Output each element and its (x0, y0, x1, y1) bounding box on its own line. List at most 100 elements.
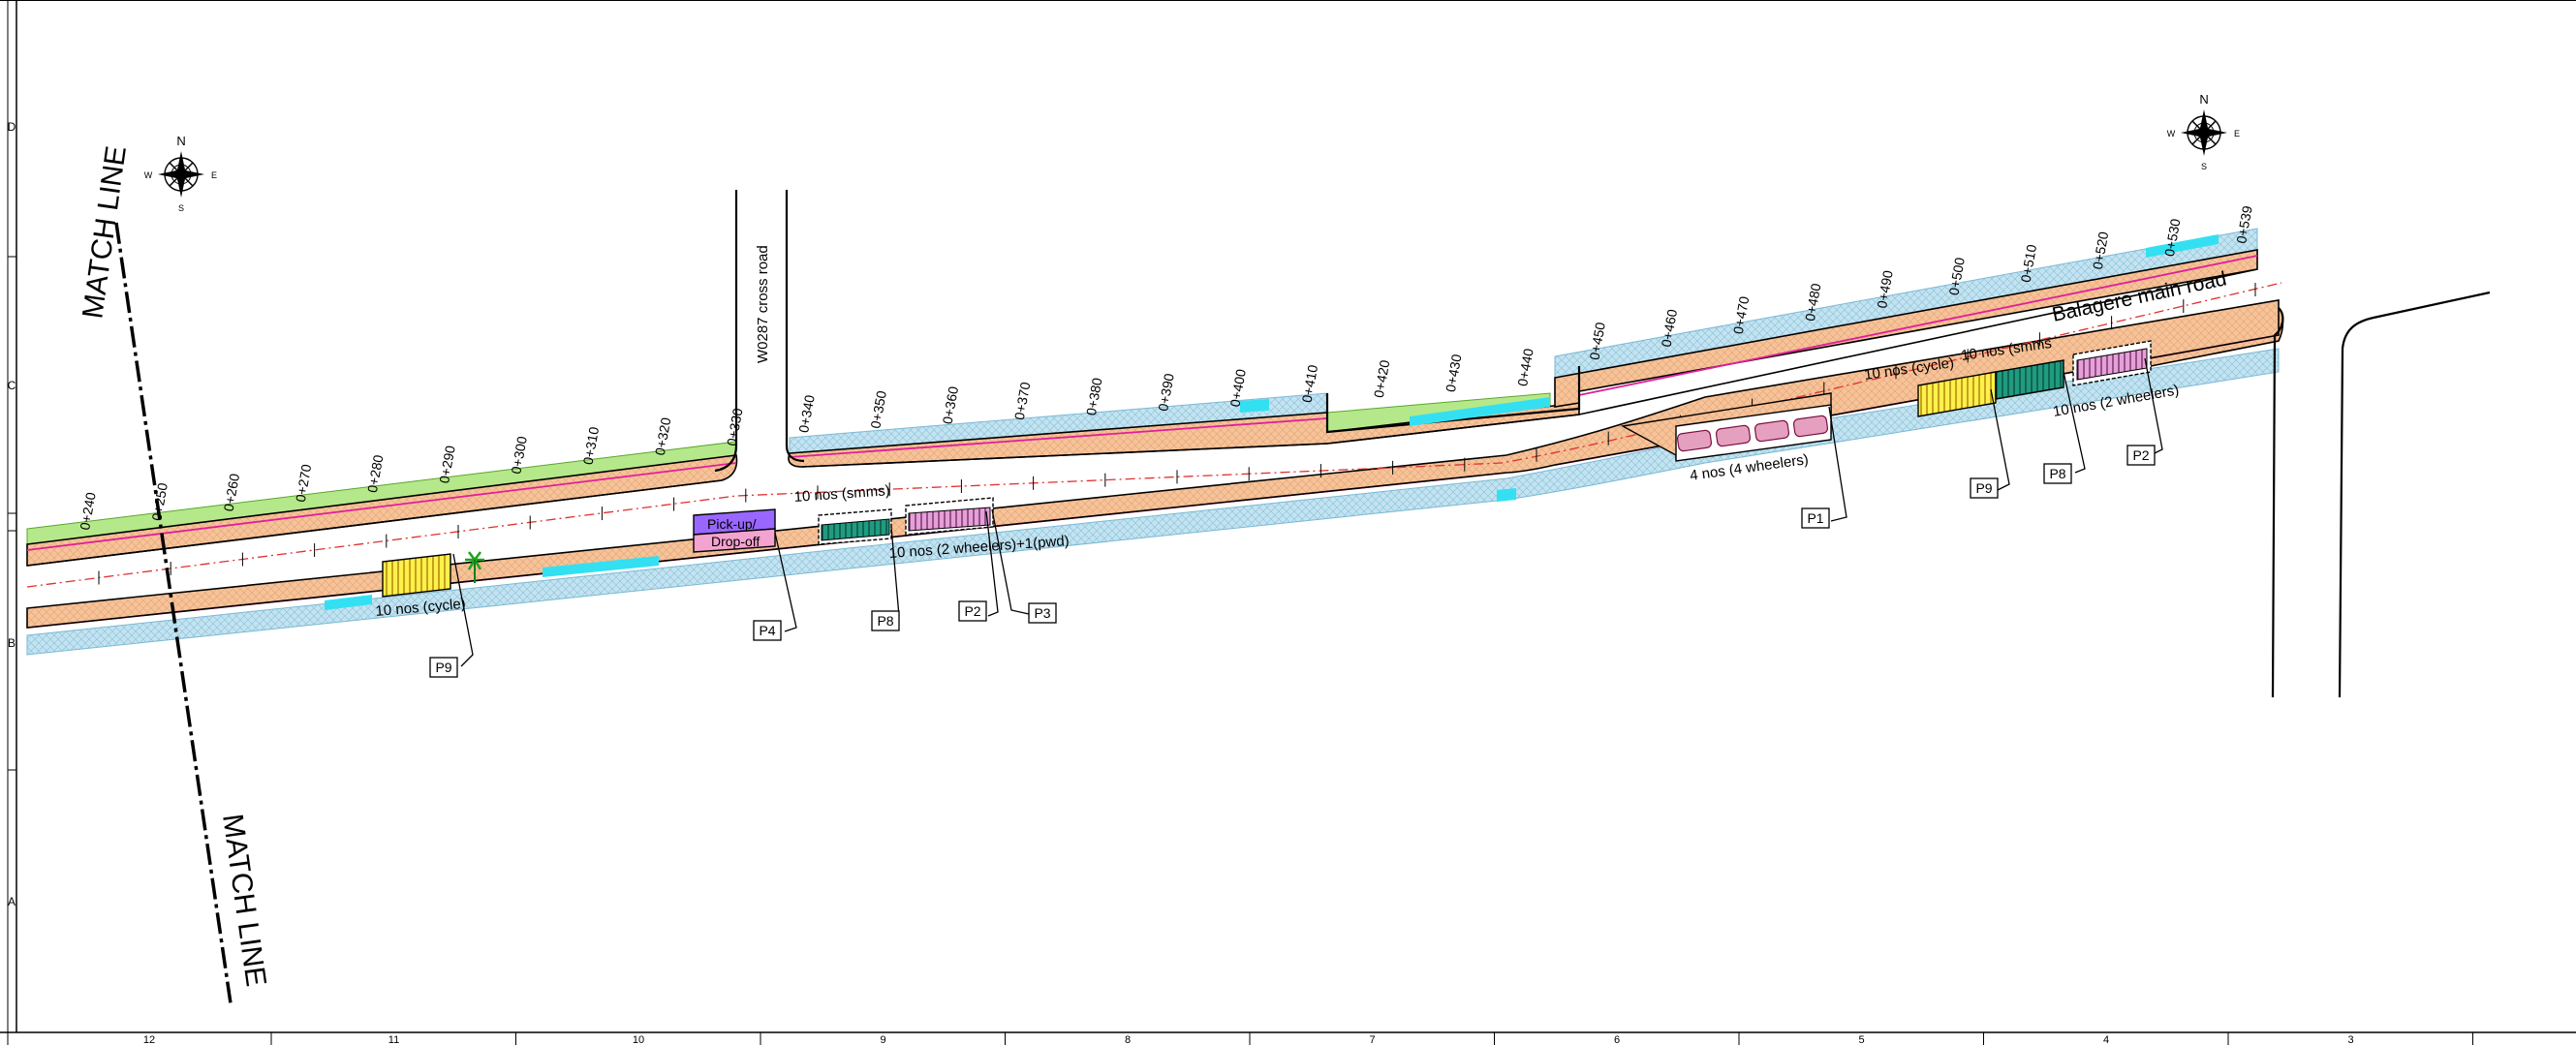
callout-label: P1 (1807, 510, 1823, 526)
chainage-label: 0+360 (940, 384, 962, 425)
north-arrow-west-icon: N S E W (144, 134, 217, 213)
carriageway-north-edge (26, 268, 2258, 567)
compass-w-2: W (2167, 129, 2176, 138)
chainage-label: 0+450 (1586, 321, 1608, 361)
column-label: 4 (2103, 1034, 2109, 1045)
chainage-labels: 0+240 0+250 0+260 0+270 0+280 0+290 0+300 0+310… (77, 204, 2255, 532)
column-label: 3 (2347, 1034, 2353, 1045)
chainage-label: 0+470 (1730, 294, 1753, 335)
chainage-label: 0+460 (1659, 308, 1681, 349)
callout-label: P9 (1975, 480, 1992, 496)
chainage-label: 0+380 (1083, 377, 1105, 417)
chainage-label: 0+290 (436, 445, 458, 485)
chainage-label: 0+250 (148, 481, 171, 522)
cross-road-name: W0287 cross road (755, 245, 771, 363)
match-line-label-top: MATCH LINE (77, 144, 133, 321)
callout-label: P2 (2132, 447, 2149, 463)
south-footpath (26, 299, 2280, 629)
chainage-label: 0+300 (508, 435, 530, 476)
callout-box (2126, 445, 2156, 466)
north-footpath-west (26, 454, 738, 567)
pink-edge-north (26, 255, 2258, 551)
chainage-label: 0+420 (1371, 358, 1393, 399)
note-smms-west: 10 nos (smms) (793, 482, 890, 506)
compass-e-2: E (2234, 129, 2240, 138)
chainage-label: 0+320 (652, 416, 674, 457)
column-label: 9 (880, 1034, 885, 1045)
chainage-label: 0+350 (867, 389, 889, 430)
row-label-d: D (8, 120, 16, 134)
compass-w: W (144, 170, 153, 180)
callout-box (429, 657, 458, 678)
chainage-label: 0+480 (1802, 282, 1824, 323)
chainage-label: 0+530 (2161, 217, 2184, 258)
callout-box (2043, 463, 2072, 484)
callout-leaders (452, 357, 2163, 667)
column-label: 6 (1614, 1034, 1620, 1045)
callout-box (1801, 507, 1830, 529)
cyan-patches (325, 234, 2219, 610)
chainage-label: 0+280 (364, 453, 387, 494)
compass-n-2: N (2199, 92, 2208, 107)
callout-box (753, 620, 782, 641)
parking-bay-two-wheelers-west (905, 497, 994, 536)
callout-box (871, 610, 900, 631)
chainage-label: 0+500 (1945, 256, 1968, 296)
south-buffer-strip (26, 348, 2280, 656)
compass-n: N (176, 134, 185, 148)
chainage-label: 0+510 (2018, 243, 2040, 284)
pickup-label: Pick-up/ (707, 516, 757, 532)
parking-bay-two-wheelers-east (2072, 340, 2152, 386)
chainage-label: 0+390 (1155, 372, 1177, 413)
centreline-ticks (98, 283, 2256, 585)
tree-icon (465, 551, 484, 583)
parking-bay-smms-west (818, 508, 892, 545)
callout-box (1970, 477, 1999, 499)
chainage-label: 0+310 (580, 425, 603, 466)
chainage-label: 0+490 (1874, 269, 1896, 310)
chainage-label: 0+410 (1299, 363, 1321, 404)
callout-box (958, 600, 987, 622)
chainage-label: 0+240 (77, 491, 99, 532)
parking-bay-cycle-west (382, 553, 451, 598)
callout-label: P8 (877, 613, 893, 629)
notch-0410 (1325, 366, 1581, 434)
chainage-label: 0+330 (724, 407, 746, 447)
column-label: 10 (633, 1034, 644, 1045)
pickup-dropoff-bay (693, 508, 776, 553)
compass-e: E (211, 170, 217, 180)
column-label: 5 (1858, 1034, 1864, 1045)
chainage-label: 0+260 (221, 473, 243, 513)
compass-s: S (178, 203, 184, 213)
parking-bay-four-wheelers (1620, 392, 1832, 462)
chainage-label: 0+539 (2233, 204, 2255, 245)
east-road-edge-2 (2338, 291, 2491, 698)
callout-box (1028, 602, 1057, 624)
parking-bay-cycle-east (1917, 371, 1997, 417)
column-label: 8 (1125, 1034, 1131, 1045)
chainage-label: 0+270 (293, 463, 315, 504)
column-label: 7 (1369, 1034, 1375, 1045)
row-label-b: B (8, 636, 16, 650)
match-line (114, 222, 233, 1004)
parking-bay-smms-east (1995, 359, 2064, 400)
row-label-c: C (8, 379, 16, 392)
row-label-a: A (8, 895, 16, 908)
east-road-edge-1 (2271, 307, 2284, 698)
chainage-label: 0+370 (1011, 381, 1034, 421)
callout-label: P8 (2049, 466, 2065, 481)
north-arrow-east-icon: N S E W (2167, 92, 2240, 171)
chainage-label: 0+440 (1514, 347, 1536, 387)
chainage-label: 0+430 (1443, 353, 1465, 393)
callout-label: P4 (759, 623, 775, 638)
callout-label: P3 (1034, 605, 1050, 621)
cross-road-west-edge (714, 190, 738, 473)
chainage-label: 0+400 (1226, 368, 1249, 409)
callout-label: P2 (964, 603, 980, 619)
compass-s-2: S (2201, 162, 2207, 171)
dropoff-label: Drop-off (711, 534, 760, 549)
column-label: 11 (388, 1034, 399, 1045)
cross-road-east-edge (785, 190, 805, 463)
